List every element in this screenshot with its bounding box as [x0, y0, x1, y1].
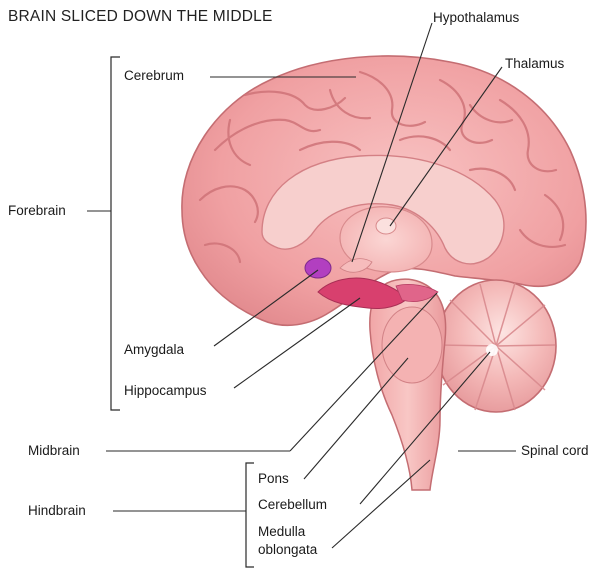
amygdala-shape — [305, 258, 331, 278]
cerebellum-shape — [436, 280, 556, 412]
label-pons: Pons — [258, 471, 289, 487]
label-hypothalamus: Hypothalamus — [433, 10, 519, 26]
label-cerebellum: Cerebellum — [258, 497, 327, 513]
label-medulla-line2: oblongata — [258, 542, 317, 558]
label-hindbrain: Hindbrain — [28, 503, 86, 519]
label-forebrain: Forebrain — [8, 203, 66, 219]
diagram-title: BRAIN SLICED DOWN THE MIDDLE — [8, 8, 273, 26]
label-hippocampus: Hippocampus — [124, 383, 207, 399]
label-spinal-cord: Spinal cord — [521, 443, 589, 459]
label-cerebrum: Cerebrum — [124, 68, 184, 84]
label-medulla-line1: Medulla — [258, 524, 305, 540]
label-amygdala: Amygdala — [124, 342, 184, 358]
label-midbrain: Midbrain — [28, 443, 80, 459]
label-thalamus: Thalamus — [505, 56, 564, 72]
